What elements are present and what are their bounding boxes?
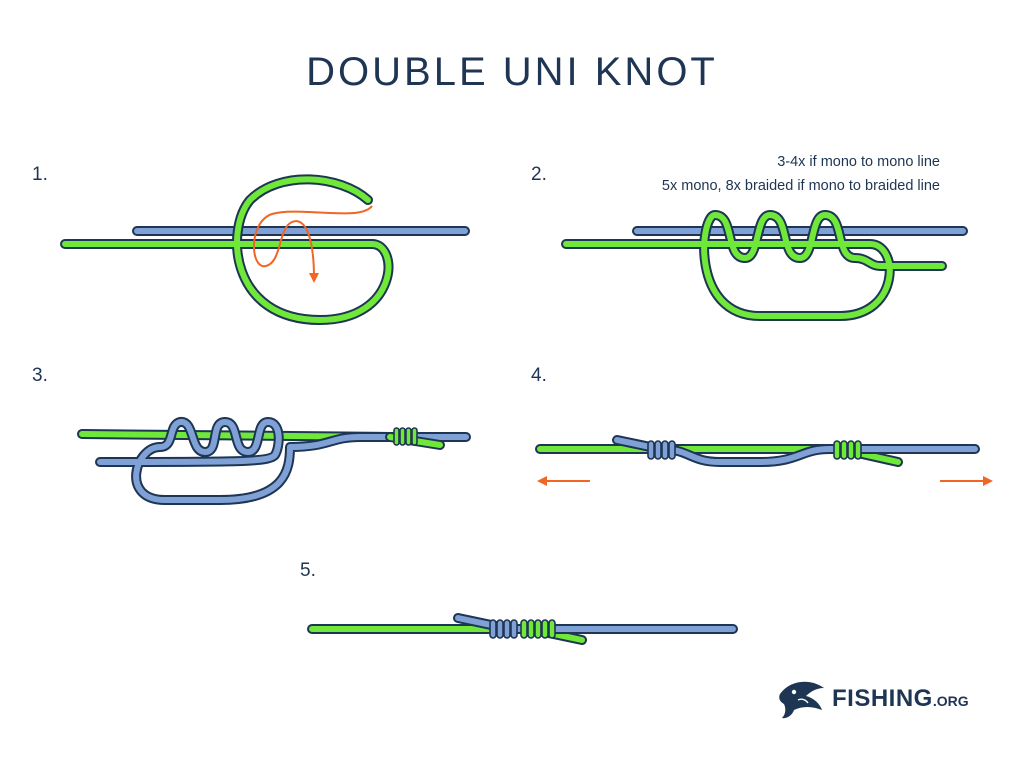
wraps-note-braided: 5x mono, 8x braided if mono to braided l… — [661, 178, 940, 194]
step-number-3: 3. — [32, 365, 48, 386]
blue-knot-coils — [647, 440, 676, 460]
fish-icon — [779, 681, 824, 719]
step-4-illustration — [535, 435, 993, 486]
page-title: DOUBLE UNI KNOT — [306, 50, 718, 94]
blue-line — [612, 435, 980, 467]
fishing-org-logo[interactable]: FISHING.ORG — [776, 676, 986, 720]
blue-line-wraps — [95, 417, 471, 505]
step-number-5: 5. — [300, 560, 316, 581]
green-line-wraps — [561, 210, 947, 321]
wrap-direction-arrow — [253, 205, 373, 283]
step-number-2: 2. — [531, 164, 547, 185]
step-1-illustration — [60, 174, 470, 326]
step-number-4: 4. — [531, 365, 547, 386]
step-number-1: 1. — [32, 164, 48, 185]
step-2-illustration — [561, 210, 968, 321]
green-line-loop — [60, 174, 394, 326]
brand-name: FISHING.ORG — [832, 685, 969, 713]
green-knot-coils — [385, 427, 445, 450]
brand-suffix-text: .ORG — [932, 693, 969, 709]
green-knot-coils — [833, 440, 862, 460]
wraps-note-mono: 3-4x if mono to mono line — [777, 154, 940, 170]
blue-knot-coils — [489, 619, 518, 639]
brand-name-text: FISHING — [832, 685, 933, 712]
step-5-illustration — [307, 613, 738, 645]
step-3-illustration — [77, 417, 471, 505]
green-knot-coils — [520, 619, 556, 639]
